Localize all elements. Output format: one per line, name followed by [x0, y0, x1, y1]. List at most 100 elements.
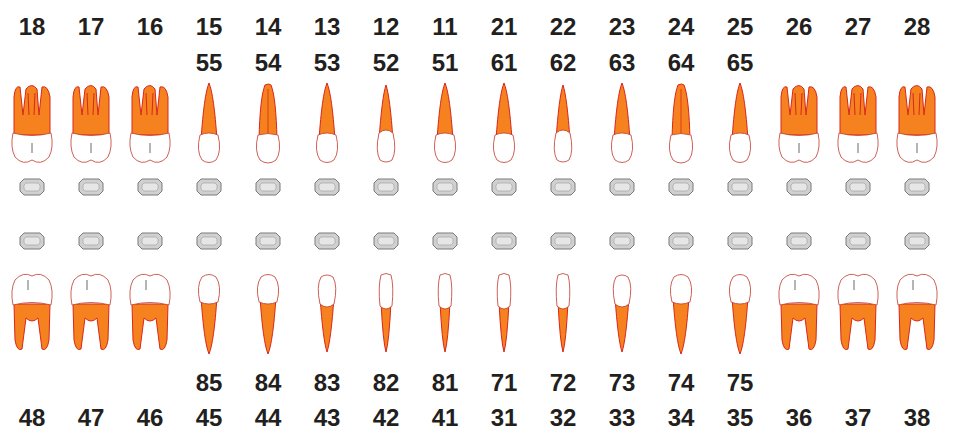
tooth-number: 44	[255, 404, 282, 432]
tooth-number: 73	[609, 369, 636, 397]
tooth-button	[138, 233, 162, 249]
tooth-button	[79, 233, 103, 249]
tooth-number: 21	[491, 13, 518, 41]
tooth-button	[787, 233, 811, 249]
lower-molar	[130, 274, 170, 349]
tooth-number: 74	[668, 369, 695, 397]
upper-molar	[779, 86, 819, 163]
tooth-button	[492, 179, 516, 195]
tooth-number: 61	[491, 49, 518, 77]
upper-premolar	[729, 83, 750, 163]
tooth-number: 46	[137, 404, 164, 432]
tooth-number: 83	[314, 369, 341, 397]
tooth-number: 22	[550, 13, 577, 41]
lower-incisor	[379, 274, 393, 353]
tooth-button	[20, 179, 44, 195]
tooth-number: 28	[904, 13, 931, 41]
lower-premolar	[257, 275, 278, 355]
tooth-number: 54	[255, 49, 282, 77]
upper-canine	[611, 83, 632, 163]
lower-molar	[71, 274, 111, 349]
tooth-number: 65	[727, 49, 754, 77]
tooth-number: 15	[196, 13, 223, 41]
tooth-button	[728, 179, 752, 195]
tooth-number: 33	[609, 404, 636, 432]
tooth-number: 84	[255, 369, 282, 397]
tooth-button	[610, 179, 634, 195]
tooth-number: 24	[668, 13, 695, 41]
upper-incisor	[377, 85, 395, 162]
lower-premolar	[670, 275, 691, 355]
tooth-button	[197, 179, 221, 195]
lower-molar	[779, 274, 819, 349]
upper-incisor	[493, 83, 514, 163]
upper-premolar	[669, 84, 692, 163]
tooth-number: 47	[78, 404, 105, 432]
tooth-number: 12	[373, 13, 400, 41]
tooth-button	[197, 233, 221, 249]
tooth-button	[315, 179, 339, 195]
tooth-number: 63	[609, 49, 636, 77]
tooth-number: 32	[550, 404, 577, 432]
tooth-number: 71	[491, 369, 518, 397]
upper-premolar	[256, 84, 279, 163]
tooth-number: 38	[904, 404, 931, 432]
upper-molar	[838, 86, 878, 163]
tooth-number: 85	[196, 369, 223, 397]
tooth-number: 43	[314, 404, 341, 432]
tooth-button	[79, 179, 103, 195]
tooth-button	[551, 233, 575, 249]
lower-premolar	[198, 275, 219, 355]
tooth-button	[256, 179, 280, 195]
tooth-number: 13	[314, 13, 341, 41]
tooth-number: 75	[727, 369, 754, 397]
lower-canine	[613, 275, 631, 352]
tooth-number: 81	[432, 369, 459, 397]
tooth-number: 25	[727, 13, 754, 41]
lower-incisor	[556, 274, 570, 353]
lower-molar	[12, 274, 52, 349]
tooth-button	[20, 233, 44, 249]
lower-molar	[897, 274, 937, 349]
upper-incisor	[554, 85, 572, 162]
tooth-number: 45	[196, 404, 223, 432]
upper-premolar	[198, 83, 219, 163]
tooth-number: 37	[845, 404, 872, 432]
tooth-number: 82	[373, 369, 400, 397]
upper-molar	[71, 86, 111, 163]
tooth-button	[374, 233, 398, 249]
tooth-button	[905, 179, 929, 195]
tooth-number: 55	[196, 49, 223, 77]
tooth-number: 52	[373, 49, 400, 77]
upper-molar	[12, 86, 52, 163]
tooth-number: 17	[78, 13, 105, 41]
tooth-button	[551, 179, 575, 195]
tooth-number: 23	[609, 13, 636, 41]
lower-incisor	[497, 274, 511, 353]
tooth-button	[256, 233, 280, 249]
tooth-number: 11	[432, 13, 457, 41]
tooth-number: 48	[19, 404, 46, 432]
tooth-button	[669, 179, 693, 195]
tooth-button	[433, 233, 457, 249]
tooth-number: 26	[786, 13, 813, 41]
tooth-button	[846, 233, 870, 249]
tooth-number: 53	[314, 49, 341, 77]
tooth-button	[433, 179, 457, 195]
tooth-button	[315, 233, 339, 249]
tooth-number: 62	[550, 49, 577, 77]
tooth-number: 34	[668, 404, 695, 432]
lower-premolar	[729, 275, 750, 355]
tooth-number: 41	[432, 404, 459, 432]
lower-incisor	[438, 274, 452, 353]
tooth-number: 64	[668, 49, 695, 77]
tooth-number: 27	[845, 13, 872, 41]
tooth-number: 35	[727, 404, 754, 432]
upper-incisor	[434, 83, 455, 163]
upper-canine	[316, 83, 337, 163]
tooth-button	[846, 179, 870, 195]
tooth-number: 36	[786, 404, 813, 432]
tooth-number: 72	[550, 369, 577, 397]
